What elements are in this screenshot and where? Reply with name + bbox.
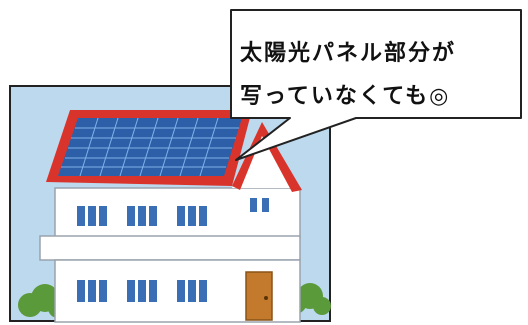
callout-line-1: 太陽光パネル部分が [240, 41, 457, 66]
house [39, 130, 301, 323]
door [245, 271, 273, 321]
lower-windows [77, 280, 207, 302]
speech-bubble [230, 9, 522, 161]
callout-line-2: 写っていなくても◎ [240, 84, 451, 109]
solar-panel [58, 117, 242, 177]
upper-windows [77, 198, 269, 226]
